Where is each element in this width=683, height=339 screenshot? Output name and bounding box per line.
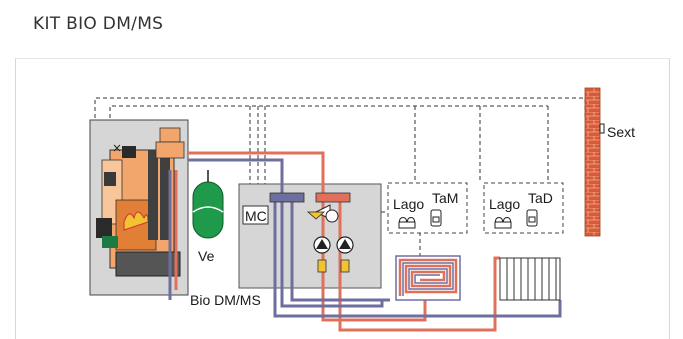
external-sensor-icon [599, 123, 605, 134]
expansion-vessel-label: Ve [198, 248, 215, 264]
external-sensor-label: Sext [607, 124, 635, 140]
return-pipes [168, 158, 562, 318]
radiator [499, 257, 561, 301]
circulation-pump-zone-2 [336, 236, 354, 254]
zone-2-sensor-icon [526, 209, 538, 227]
content-panel [15, 58, 670, 339]
flow-pipes [174, 151, 500, 332]
zone-1-thermostat-icon [398, 217, 416, 229]
circulation-pump-zone-1 [313, 236, 331, 254]
flow-manifold [315, 192, 351, 203]
zone-2-sensor-label: TaD [528, 190, 553, 206]
mixing-valve [306, 204, 339, 223]
zone-1-sensor-icon [430, 209, 442, 227]
zone-2-thermostat-icon [494, 217, 512, 229]
module-label: Bio DM/MS [190, 292, 261, 308]
return-manifold [269, 192, 305, 203]
zone-1-thermostat-label: Lago [393, 196, 424, 212]
external-wall [584, 87, 601, 237]
control-unit-label: MC [245, 208, 267, 224]
zone-1-sensor-label: TaM [432, 190, 458, 206]
page-title: KIT BIO DM/MS [33, 14, 164, 34]
underfloor-heating-coil [395, 255, 461, 301]
biomass-boiler [89, 119, 189, 296]
flow-sensor-zone-2 [340, 259, 350, 273]
flow-sensor-zone-1 [317, 259, 327, 273]
zone-2-thermostat-label: Lago [489, 196, 520, 212]
expansion-vessel: Ve [192, 170, 224, 264]
kit-module-panel [238, 183, 382, 289]
control-unit-box [242, 205, 269, 225]
